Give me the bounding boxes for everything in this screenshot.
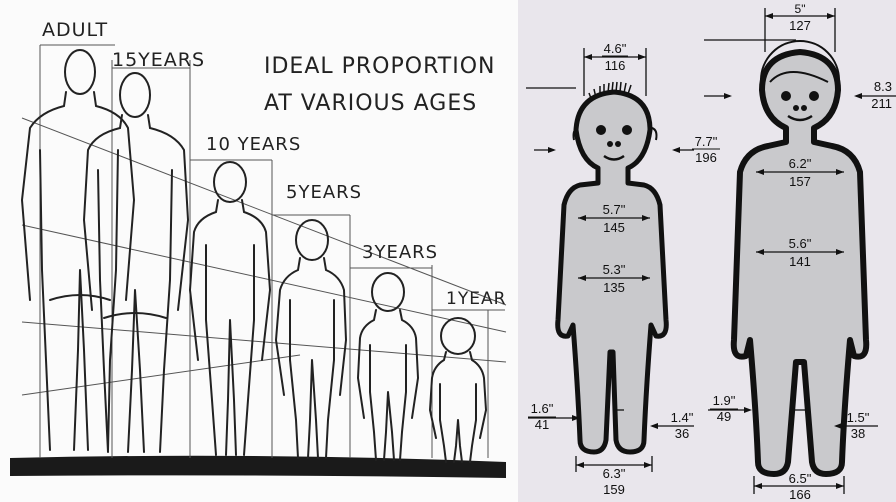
title-line-2: AT VARIOUS AGES <box>264 91 477 116</box>
small-waist-mm: 135 <box>603 280 625 295</box>
proportion-sketch: ADULT 15YEARS 10 YEARS 5YEARS 3YEARS 1YE… <box>0 0 518 502</box>
small-child-nostril-icon <box>615 141 621 147</box>
large-child-nostril-icon <box>793 105 799 111</box>
large-feet-in: 6.5" <box>789 471 812 486</box>
small-child-nostril-icon <box>607 141 613 147</box>
age-label-10-years: 10 YEARS <box>206 134 301 155</box>
large-head-depth-in: 8.3 <box>874 79 892 94</box>
adult-figure <box>22 50 134 450</box>
large-ankle-right-mm: 38 <box>851 426 865 441</box>
small-head-depth-in: 7.7" <box>695 134 718 149</box>
title-line-1: IDEAL PROPORTION <box>264 54 495 79</box>
small-head-width-mm: 116 <box>605 58 626 73</box>
five-years-figure <box>276 220 346 458</box>
age-label-adult: ADULT <box>42 19 108 41</box>
large-head-width-mm: 127 <box>789 18 811 33</box>
large-chest-in: 6.2" <box>789 156 812 171</box>
large-head-width-in: 5" <box>795 2 806 16</box>
age-label-1-year: 1YEAR <box>446 289 506 309</box>
large-child-eye-right-icon <box>809 91 819 101</box>
large-chest-mm: 157 <box>789 174 811 189</box>
ten-years-figure <box>190 162 270 455</box>
small-ankle-left-in: 1.6" <box>531 401 554 416</box>
small-ankle-left-mm: 41 <box>535 417 549 432</box>
large-child-eye-left-icon <box>781 91 791 101</box>
small-child-ear-right-icon <box>652 128 657 140</box>
small-ankle-right-in: 1.4" <box>671 410 694 425</box>
fifteen-years-figure <box>84 73 188 452</box>
large-waist-mm: 141 <box>789 254 811 269</box>
large-head-depth-mm: 211 <box>871 96 892 111</box>
small-chest-mm: 145 <box>603 220 625 235</box>
small-feet-mm: 159 <box>603 482 625 497</box>
one-year-figure <box>430 318 486 462</box>
large-ankle-left-mm: 49 <box>717 409 731 424</box>
age-label-15-years: 15YEARS <box>112 49 205 71</box>
proportion-sketch-panel: ADULT 15YEARS 10 YEARS 5YEARS 3YEARS 1YE… <box>0 0 518 502</box>
small-head-width-in: 4.6" <box>604 41 627 56</box>
large-ankle-right-in: 1.5" <box>847 410 870 425</box>
small-feet-in: 6.3" <box>603 466 626 481</box>
large-waist-in: 5.6" <box>789 236 812 251</box>
small-child-eye-right-icon <box>622 125 632 135</box>
ground-line <box>10 456 506 478</box>
small-chest-in: 5.7" <box>603 202 626 217</box>
large-child-nostril-icon <box>801 105 807 111</box>
age-label-5-years: 5YEARS <box>286 182 362 203</box>
small-waist-in: 5.3" <box>603 262 626 277</box>
large-ankle-left-in: 1.9" <box>713 393 736 408</box>
small-ankle-right-mm: 36 <box>675 426 689 441</box>
child-dimensions-diagram: 4.6" 116 7.7" 196 5.7" 145 5.3" 135 1.6"… <box>518 0 896 502</box>
small-child-eye-left-icon <box>596 125 606 135</box>
large-feet-mm: 166 <box>789 487 811 502</box>
age-label-3-years: 3YEARS <box>362 242 438 263</box>
child-dimensions-panel: 4.6" 116 7.7" 196 5.7" 145 5.3" 135 1.6"… <box>518 0 896 502</box>
small-head-depth-mm: 196 <box>695 150 717 165</box>
